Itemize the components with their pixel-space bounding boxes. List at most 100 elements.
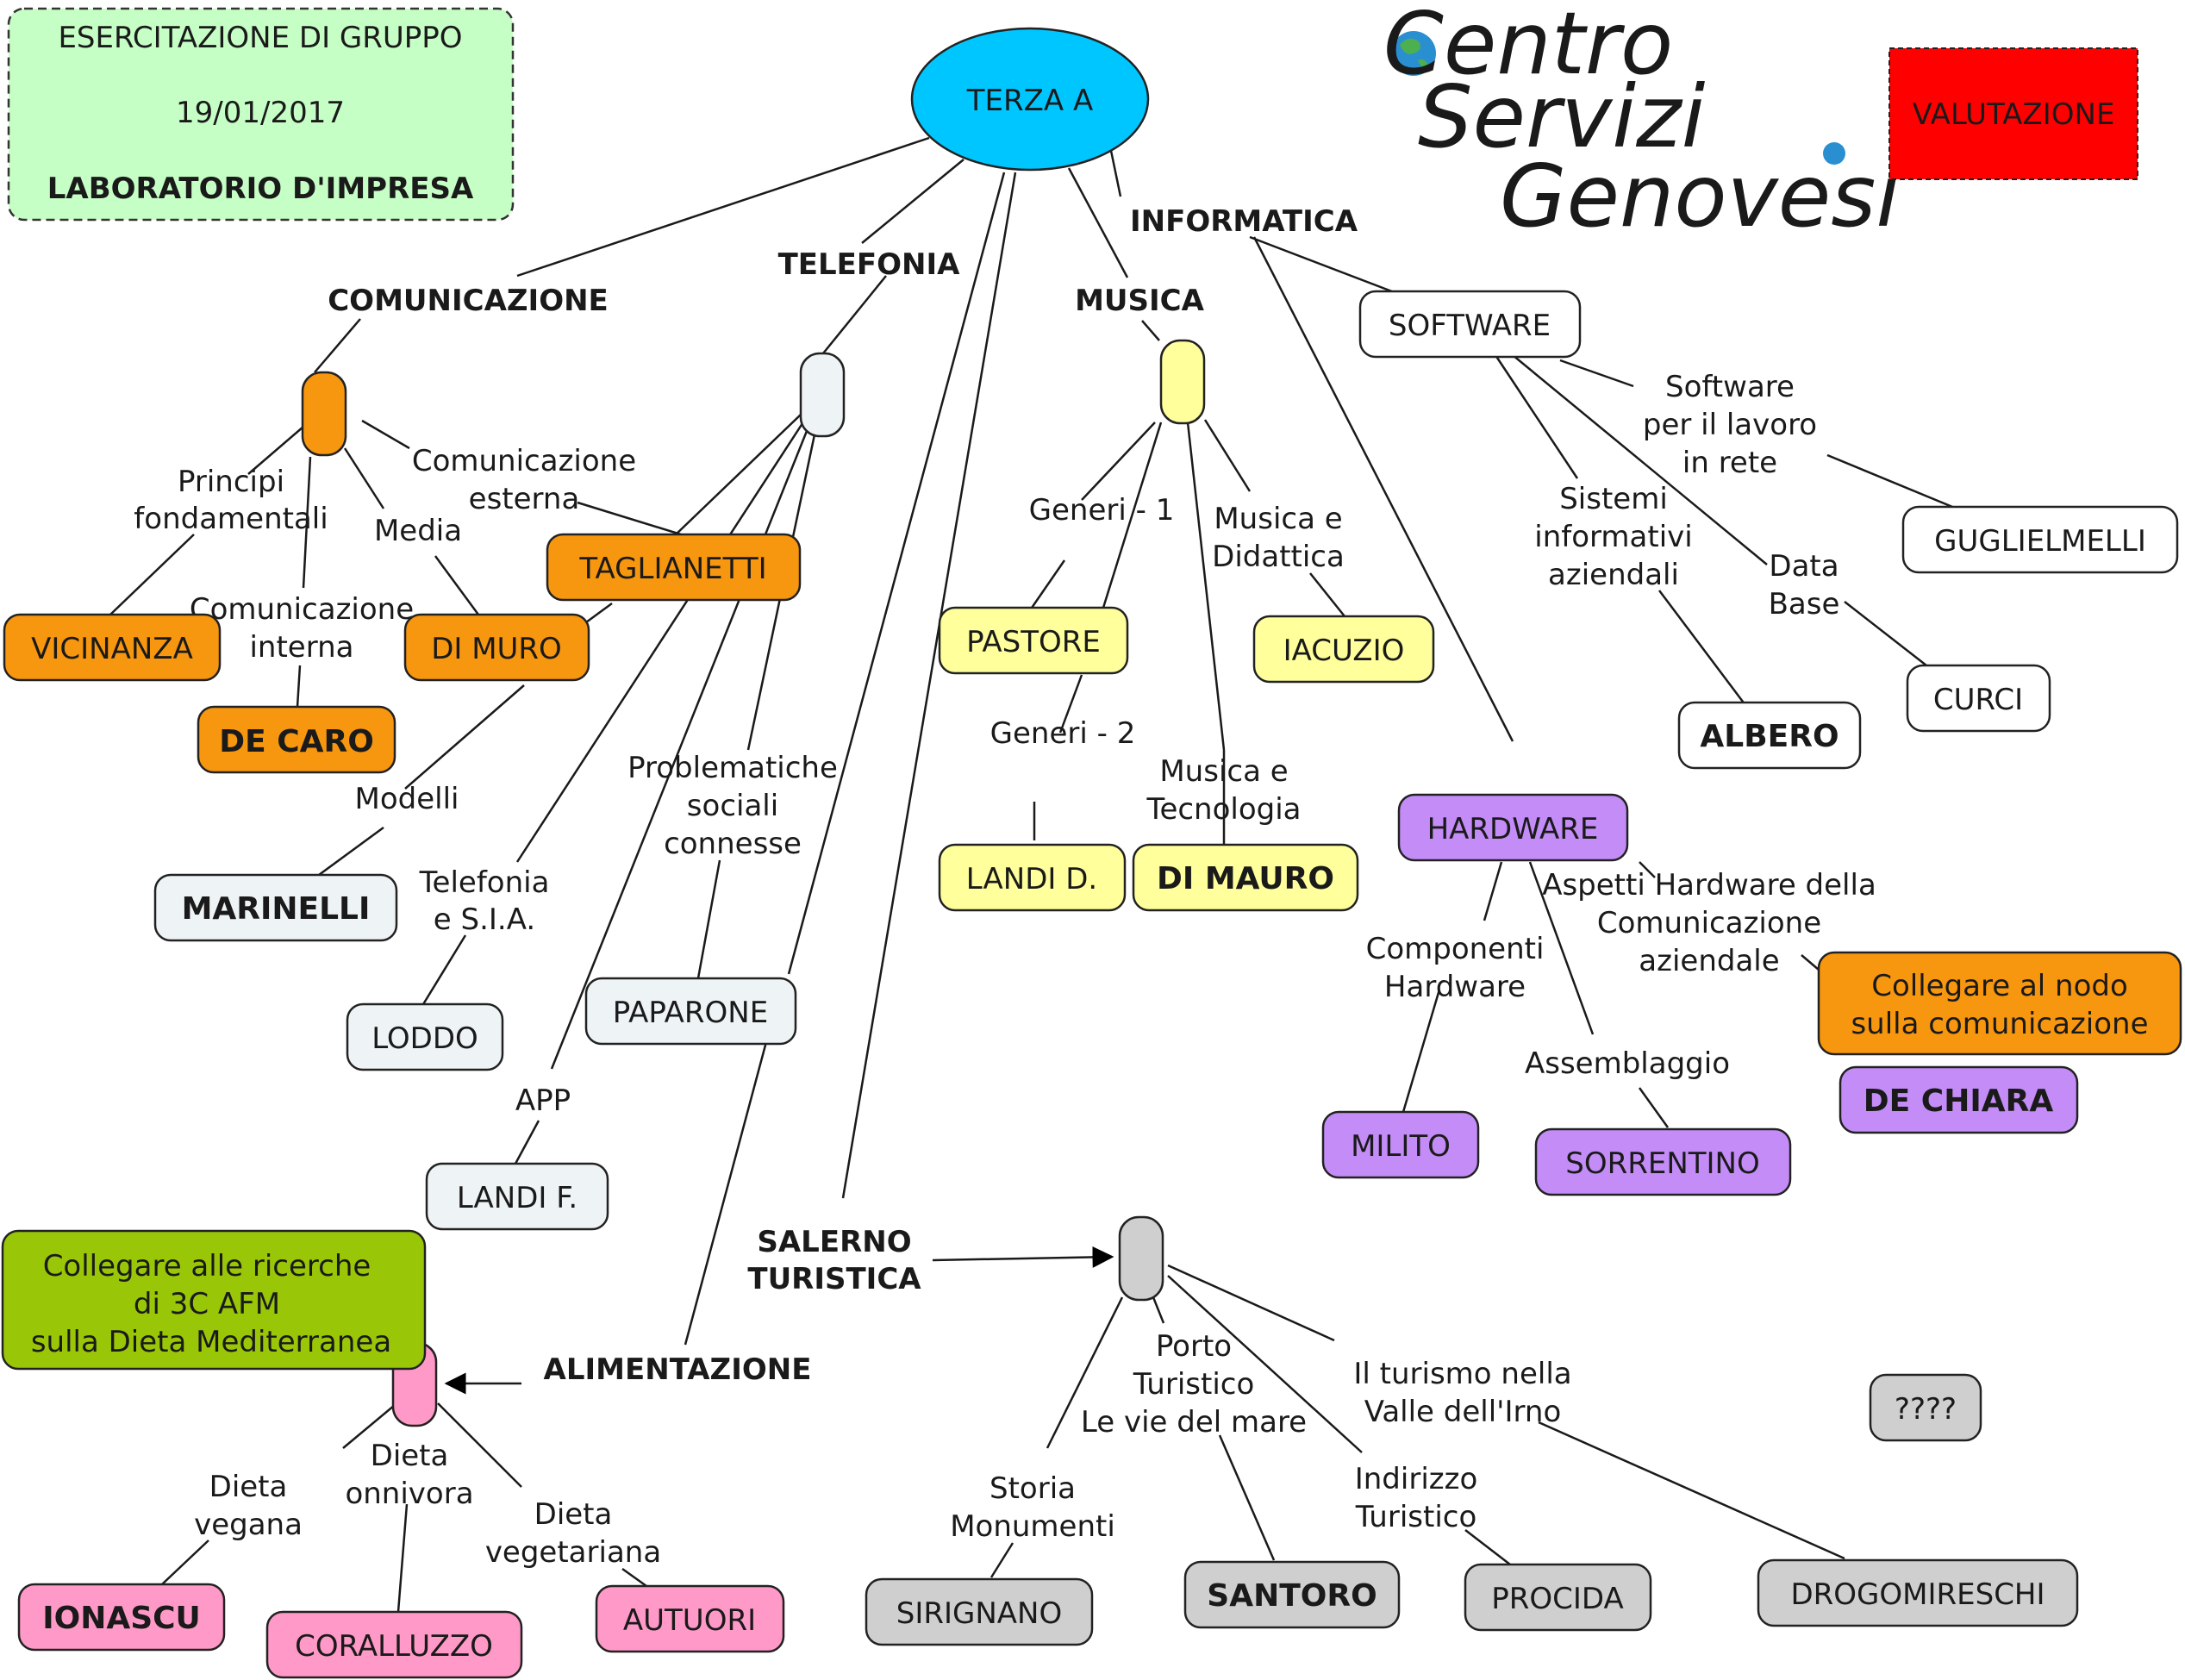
node-santoro[interactable]: SANTORO — [1183, 1560, 1401, 1629]
node-question-label: ???? — [1895, 1392, 1957, 1427]
label-comest-1: Comunicazione — [412, 444, 636, 478]
node-question[interactable]: ???? — [1869, 1373, 1982, 1442]
label-sist-3: aziendali — [1548, 558, 1679, 592]
node-pastore[interactable]: PASTORE — [938, 606, 1129, 675]
label-db-1: Data — [1769, 549, 1839, 584]
note-ric-line1: Collegare alle ricerche — [43, 1249, 371, 1283]
note-collegare-ricerche[interactable]: Collegare alle ricerche di 3C AFM sulla … — [1, 1229, 427, 1371]
note-ric-line3: sulla Dieta Mediterranea — [31, 1325, 391, 1359]
node-albero[interactable]: ALBERO — [1677, 701, 1862, 770]
label-donniv-2: onnivora — [345, 1477, 473, 1511]
node-sorrentino-label: SORRENTINO — [1565, 1146, 1760, 1181]
node-ionascu[interactable]: IONASCU — [17, 1583, 226, 1652]
node-paparone-label: PAPARONE — [613, 996, 768, 1030]
topic-musica: MUSICA — [1075, 284, 1205, 318]
label-mustec-2: Tecnologia — [1146, 792, 1301, 827]
node-drogomireschi-label: DROGOMIRESCHI — [1790, 1577, 2045, 1612]
topic-salerno-2: TURISTICA — [747, 1262, 921, 1296]
label-probl-2: sociali — [687, 789, 778, 823]
label-musdid-2: Didattica — [1212, 540, 1345, 574]
node-marinelli-label: MARINELLI — [182, 891, 371, 927]
label-media: Media — [374, 514, 462, 548]
note-com-line1: Collegare al nodo — [1871, 969, 2128, 1003]
label-indir-2: Turistico — [1355, 1500, 1477, 1534]
node-sirignano[interactable]: SIRIGNANO — [865, 1577, 1094, 1646]
node-milito-label: MILITO — [1351, 1129, 1451, 1164]
label-sist-1: Sistemi — [1559, 482, 1668, 516]
label-swrete-1: Software — [1665, 370, 1795, 404]
root-node[interactable]: TERZA A — [910, 27, 1150, 172]
node-de-chiara[interactable]: DE CHIARA — [1839, 1065, 2079, 1134]
node-taglianetti-label: TAGLIANETTI — [578, 552, 766, 586]
valutazione-box[interactable]: VALUTAZIONE — [1888, 47, 2138, 180]
node-drogomireschi[interactable]: DROGOMIRESCHI — [1757, 1558, 2079, 1627]
label-storia-1: Storia — [989, 1471, 1076, 1506]
label-telsia-1: Telefonia — [419, 865, 550, 900]
node-di-muro-label: DI MURO — [431, 632, 562, 666]
node-vicinanza[interactable]: VICINANZA — [3, 613, 222, 682]
node-de-caro[interactable]: DE CARO — [197, 705, 396, 774]
header-title: ESERCITAZIONE DI GRUPPO — [58, 21, 462, 55]
label-generi-1: Generi - 1 — [1029, 493, 1175, 528]
hub-comunicazione[interactable] — [301, 371, 347, 457]
label-turismo-2: Valle dell'Irno — [1364, 1395, 1562, 1429]
label-swrete-2: per il lavoro — [1643, 408, 1817, 442]
node-guglielmelli[interactable]: GUGLIELMELLI — [1901, 505, 2179, 574]
label-comp-1: Componenti — [1366, 932, 1545, 966]
node-milito[interactable]: MILITO — [1321, 1110, 1480, 1179]
node-software[interactable]: SOFTWARE — [1358, 290, 1582, 359]
label-porto-1: Porto — [1156, 1329, 1232, 1364]
node-hardware[interactable]: HARDWARE — [1397, 793, 1629, 862]
logo-line1: Centro — [1383, 0, 1673, 94]
node-taglianetti[interactable]: TAGLIANETTI — [546, 533, 802, 602]
topic-informatica: INFORMATICA — [1130, 204, 1358, 239]
node-paparone[interactable]: PAPARONE — [584, 977, 797, 1046]
label-porto-3: Le vie del mare — [1081, 1405, 1307, 1440]
node-di-mauro[interactable]: DI MAURO — [1132, 843, 1359, 912]
node-landi-d[interactable]: LANDI D. — [938, 843, 1127, 912]
label-modelli: Modelli — [355, 782, 459, 816]
label-assembl: Assemblaggio — [1525, 1046, 1730, 1081]
node-curci[interactable]: CURCI — [1906, 664, 2051, 733]
root-label: TERZA A — [966, 84, 1094, 118]
topic-salerno-1: SALERNO — [757, 1225, 911, 1259]
connections — [109, 136, 1957, 1613]
node-marinelli[interactable]: MARINELLI — [153, 873, 398, 942]
node-autuori[interactable]: AUTUORI — [595, 1584, 785, 1653]
hub-telefonia[interactable] — [799, 352, 846, 438]
node-procida-label: PROCIDA — [1491, 1582, 1624, 1616]
node-loddo[interactable]: LODDO — [346, 1002, 504, 1071]
hub-musica[interactable] — [1159, 339, 1206, 425]
label-comint-1: Comunicazione — [190, 592, 414, 627]
note-com-line2: sulla comunicazione — [1851, 1007, 2148, 1041]
centro-servizi-logo: Centro Servizi Genovesi — [1383, 0, 1900, 247]
node-landi-f[interactable]: LANDI F. — [425, 1162, 609, 1231]
valutazione-label: VALUTAZIONE — [1913, 97, 2115, 132]
nodes: VICINANZA DE CARO DI MURO TAGLIANETTI MA… — [3, 290, 2179, 1679]
node-di-muro[interactable]: DI MURO — [403, 613, 590, 682]
topic-comunicazione: COMUNICAZIONE — [328, 284, 609, 318]
node-curci-label: CURCI — [1933, 683, 2023, 717]
label-porto-2: Turistico — [1133, 1367, 1255, 1402]
node-sorrentino[interactable]: SORRENTINO — [1534, 1127, 1792, 1196]
node-procida[interactable]: PROCIDA — [1464, 1563, 1652, 1632]
label-dveget-1: Dieta — [534, 1497, 613, 1532]
label-principi-1: Principi — [178, 465, 284, 499]
label-generi-2: Generi - 2 — [990, 716, 1136, 751]
node-coralluzzo[interactable]: CORALLUZZO — [265, 1610, 523, 1679]
hub-salerno[interactable] — [1118, 1215, 1164, 1302]
topic-alimentazione: ALIMENTAZIONE — [544, 1352, 812, 1387]
label-swrete-3: in rete — [1682, 446, 1777, 480]
node-sirignano-label: SIRIGNANO — [896, 1596, 1063, 1631]
node-pastore-label: PASTORE — [966, 625, 1101, 659]
header-box: ESERCITAZIONE DI GRUPPO 19/01/2017 LABOR… — [7, 7, 515, 222]
label-comp-2: Hardware — [1384, 970, 1526, 1004]
globe-small-icon — [1823, 142, 1845, 165]
note-collegare-comunicazione[interactable]: Collegare al nodo sulla comunicazione — [1817, 951, 2182, 1056]
label-probl-3: connesse — [664, 827, 802, 861]
node-iacuzio[interactable]: IACUZIO — [1252, 615, 1435, 684]
label-asphw-1: Aspetti Hardware della — [1542, 868, 1876, 902]
link-labels: Principi fondamentali Comunicazione este… — [134, 370, 1876, 1570]
label-storia-2: Monumenti — [950, 1509, 1115, 1544]
